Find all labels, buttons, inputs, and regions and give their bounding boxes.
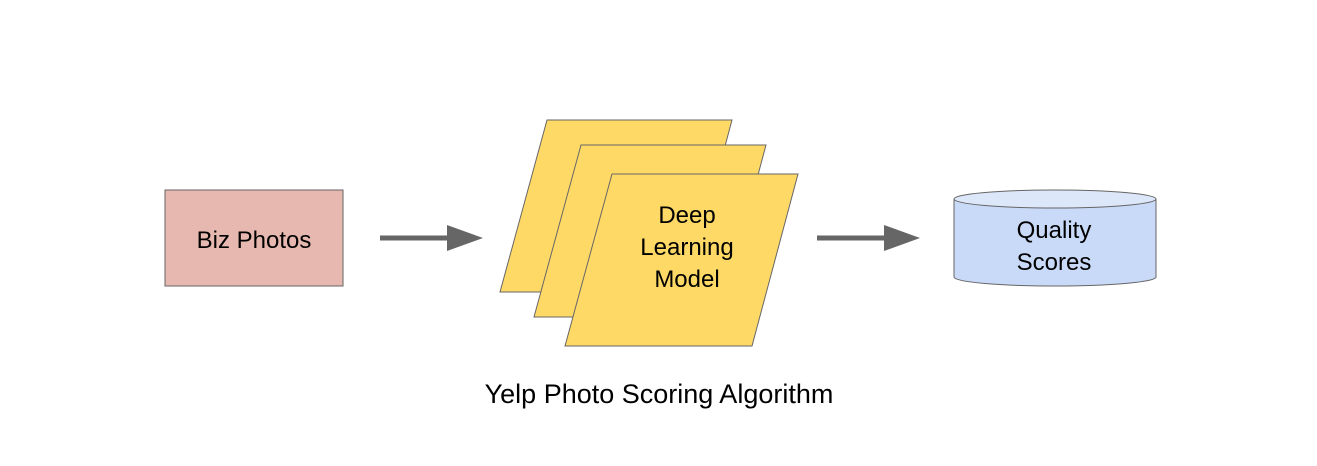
biz-photos-box [164,189,344,287]
biz-photos-label: Biz Photos [197,227,312,254]
diagram-caption: Yelp Photo Scoring Algorithm [485,379,834,409]
arrow-head-icon [884,225,920,251]
model-label-line-1: Deep [658,202,715,229]
cylinder-body [953,199,1157,287]
scores-label-line-1: Quality [1017,217,1092,244]
scores-label-line-2: Scores [1017,249,1092,276]
model-label-line-3: Model [654,266,719,293]
model-layer-front [564,173,799,347]
arrow-head-icon [447,225,483,251]
node-biz-photos: Biz Photos [164,189,344,287]
arrow-photos-to-model [380,225,483,251]
arrow-model-to-scores [817,225,920,251]
node-quality-scores: Quality Scores [953,189,1157,287]
model-label-line-2: Learning [640,234,733,261]
node-model: Deep Learning Model [499,119,799,347]
cylinder-top [953,189,1157,209]
